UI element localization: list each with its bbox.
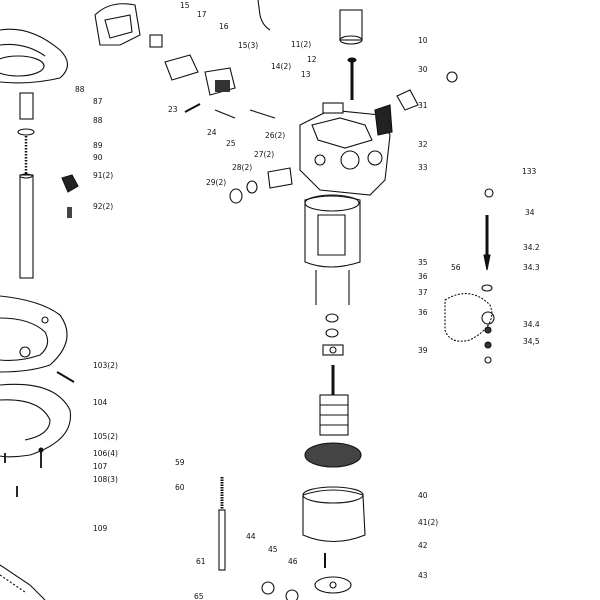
part-label-59: 59: [175, 458, 185, 467]
part-label-88a: 88: [75, 85, 85, 94]
nut-30: [446, 71, 458, 83]
fan-housing-40: [302, 486, 366, 542]
part-label-90: 90: [93, 153, 103, 162]
part-label-65: 65: [194, 592, 204, 600]
part-label-34-4: 34.4: [523, 320, 540, 329]
part-label-45: 45: [268, 545, 278, 554]
bearings-44-46: [261, 581, 299, 600]
part-label-104: 104: [93, 398, 108, 407]
part-label-24: 24: [207, 128, 217, 137]
part-label-108-3: 108(3): [93, 475, 118, 484]
part-label-33: 33: [418, 163, 428, 172]
armature: [304, 365, 362, 468]
part-label-107: 107: [93, 462, 108, 471]
part-label-10: 10: [418, 36, 428, 45]
sub-base-104: [0, 383, 72, 458]
switch-15: [149, 34, 163, 48]
motor-housing: [299, 102, 391, 196]
part-label-41-2: 41(2): [418, 518, 439, 527]
part-label-29-2: 29(2): [206, 178, 227, 187]
knob-91: [61, 174, 79, 193]
part-label-34-3: 34.3: [523, 263, 540, 272]
part-label-106-4: 106(4): [93, 449, 118, 458]
part-label-17: 17: [197, 10, 207, 19]
part-label-12: 12: [307, 55, 317, 64]
part-label-61: 61: [196, 557, 206, 566]
rod-60: [218, 477, 226, 571]
part-label-36a: 36: [418, 272, 428, 281]
part-label-60: 60: [175, 483, 185, 492]
part-label-11-2: 11(2): [291, 40, 312, 49]
washer-39: [322, 344, 344, 356]
part-label-26-2: 26(2): [265, 131, 286, 140]
part-label-46: 46: [288, 557, 298, 566]
top-base-ring: [0, 28, 69, 84]
part-label-103-2: 103(2): [93, 361, 118, 370]
washer-88: [17, 128, 35, 136]
part-label-87: 87: [93, 97, 103, 106]
part-label-44: 44: [246, 532, 256, 541]
part-label-28-2: 28(2): [232, 163, 253, 172]
part-label-39: 39: [418, 346, 428, 355]
part-label-92-2: 92(2): [93, 202, 114, 211]
part-label-88b: 88: [93, 116, 103, 125]
screws-106: [4, 447, 44, 497]
part-label-32: 32: [418, 140, 428, 149]
part-label-40: 40: [418, 491, 428, 500]
part-label-15-3: 15(3): [238, 41, 259, 50]
knob-26-28: [229, 167, 293, 204]
collet-133: [484, 188, 494, 198]
part-label-89: 89: [93, 141, 103, 150]
plate-43: [314, 576, 352, 594]
part-label-23: 23: [168, 105, 178, 114]
part-label-105-2: 105(2): [93, 432, 118, 441]
bit-34: [483, 215, 491, 271]
part-label-34-5: 34,5: [523, 337, 540, 346]
part-label-16: 16: [219, 22, 229, 31]
part-label-91-2: 91(2): [93, 171, 114, 180]
part-label-31: 31: [418, 101, 428, 110]
shaft-screw-12: [347, 57, 357, 100]
part-label-43: 43: [418, 571, 428, 580]
part-label-133: 133: [522, 167, 537, 176]
part-label-35: 35: [418, 258, 428, 267]
bearing-37: [325, 313, 339, 338]
sleeve-part-87: [19, 92, 34, 120]
part-label-13: 13: [301, 70, 311, 79]
part-label-27-2: 27(2): [254, 150, 275, 159]
screw-103: [56, 371, 75, 383]
guide-109: [0, 564, 46, 600]
cable-16: [257, 0, 271, 31]
part-label-25: 25: [226, 139, 236, 148]
collet-assembly-56: [444, 293, 495, 342]
part-label-14-2: 14(2): [271, 62, 292, 71]
brush-holder-23: [164, 54, 236, 113]
part-label-34: 34: [525, 208, 535, 217]
part-label-15: 15: [180, 1, 190, 10]
pin-92: [67, 207, 72, 218]
nuts-34-4: [484, 326, 492, 364]
part-label-109: 109: [93, 524, 108, 533]
ring-34-3: [481, 284, 493, 292]
part-label-56: 56: [451, 263, 461, 272]
cap-10: [339, 9, 363, 45]
stator: [304, 194, 361, 268]
part-label-36b: 36: [418, 308, 428, 317]
part-label-37: 37: [418, 288, 428, 297]
bushing-31: [374, 89, 419, 136]
part-label-34-2: 34.2: [523, 243, 540, 252]
handle-housing-17: [94, 3, 141, 46]
part-label-42: 42: [418, 541, 428, 550]
wire-24: [214, 109, 276, 119]
base-plate: [0, 295, 68, 373]
stator-bolts-36: [315, 270, 350, 305]
column-rod-90: [19, 173, 34, 279]
part-label-30: 30: [418, 65, 428, 74]
